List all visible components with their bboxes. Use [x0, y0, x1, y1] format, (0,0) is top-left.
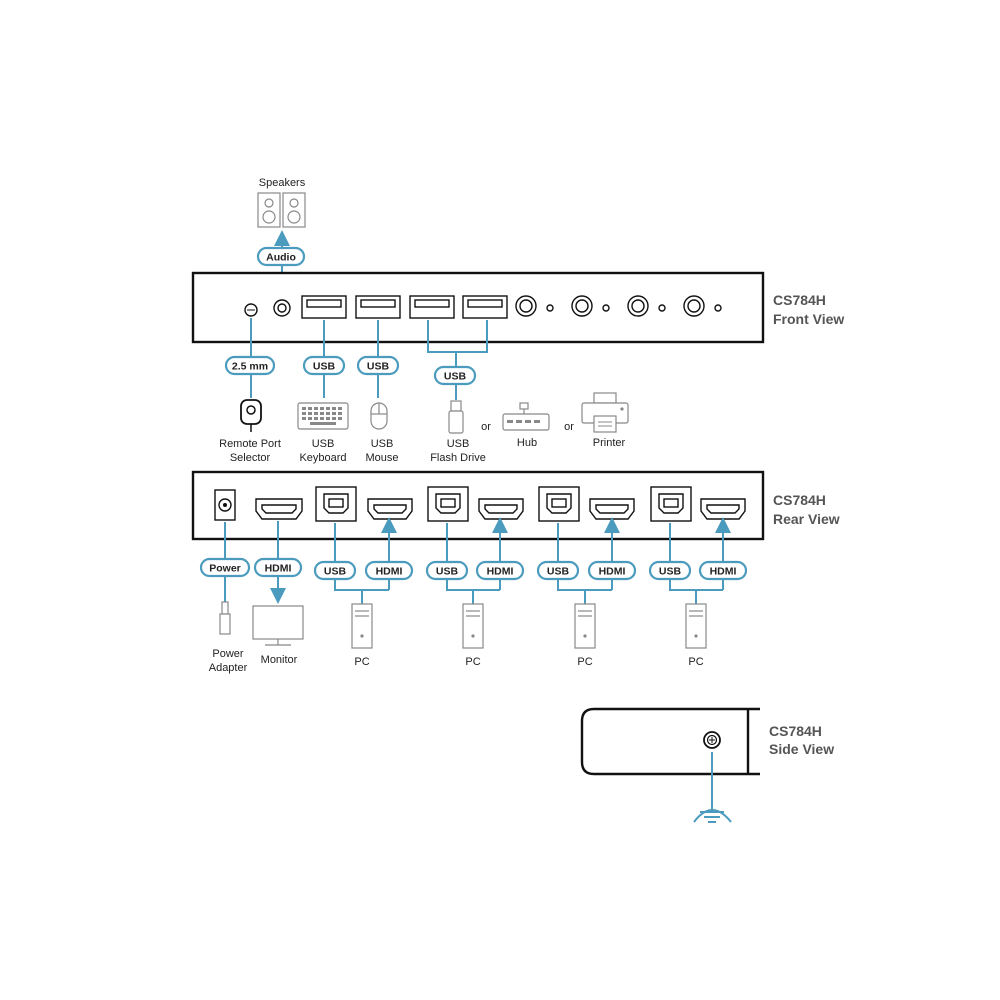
svg-text:HDMI: HDMI	[376, 566, 403, 578]
rear-title-line1: CS784H	[773, 492, 826, 508]
remote-label-2: Selector	[230, 452, 271, 464]
pc-label: PC	[354, 656, 369, 668]
flash-label-1: USB	[447, 438, 470, 450]
pc-label: PC	[577, 656, 592, 668]
flash-label-2: Flash Drive	[430, 452, 486, 464]
flash-drive-icon	[448, 400, 464, 434]
pc-port-group-1: USB HDMI	[313, 486, 414, 604]
power-adapter-label-1: Power	[212, 648, 244, 660]
power-adapter-label-2: Adapter	[209, 662, 248, 674]
mouse-usb-pill: USB	[356, 355, 400, 376]
console-hdmi-port	[255, 498, 303, 520]
remote-label-1: Remote Port	[219, 438, 281, 450]
hub-label: Hub	[517, 437, 537, 449]
port-select-buttons	[515, 295, 722, 317]
rear-title-line2: Rear View	[773, 511, 840, 527]
mouse-label-2: Mouse	[365, 452, 398, 464]
keyboard-usb-pill: USB	[302, 355, 346, 376]
svg-text:USB: USB	[436, 566, 459, 578]
pc-icon	[574, 603, 596, 649]
mouse-icon	[370, 402, 388, 430]
front-title-line2: Front View	[773, 311, 844, 327]
hub-icon	[502, 402, 550, 431]
side-title-line1: CS784H	[769, 723, 822, 739]
monitor-hdmi-pill: HDMI	[253, 557, 303, 578]
keyboard-icon	[297, 402, 349, 430]
remote-selector-icon	[240, 399, 262, 432]
svg-text:USB: USB	[659, 566, 682, 578]
power-adapter-icon	[219, 601, 231, 635]
power-jack	[214, 489, 236, 521]
svg-text:USB: USB	[444, 371, 467, 383]
svg-text:USB: USB	[547, 566, 570, 578]
svg-text:2.5 mm: 2.5 mm	[232, 361, 268, 373]
keyboard-label-1: USB	[312, 438, 335, 450]
svg-text:HDMI: HDMI	[265, 563, 292, 575]
front-title-line1: CS784H	[773, 292, 826, 308]
pill-2-5mm: 2.5 mm	[224, 355, 276, 376]
speakers-icon	[257, 192, 306, 228]
svg-text:USB: USB	[313, 361, 336, 373]
speakers-label: Speakers	[259, 177, 306, 189]
pc-label: PC	[688, 656, 703, 668]
pc-icon	[462, 603, 484, 649]
power-pill: Power	[199, 557, 251, 578]
svg-text:HDMI: HDMI	[487, 566, 514, 578]
grounding-screw-icon	[703, 731, 721, 749]
front-usb-ports	[301, 295, 508, 319]
pc-port-group-3: USB HDMI	[536, 486, 637, 604]
audio-pill: Audio	[256, 246, 306, 267]
pc-label: PC	[465, 656, 480, 668]
svg-text:USB: USB	[367, 361, 390, 373]
ground-symbol-icon	[693, 809, 732, 823]
remote-port-jack	[244, 303, 258, 317]
mouse-label-1: USB	[371, 438, 394, 450]
svg-text:HDMI: HDMI	[710, 566, 737, 578]
side-title-line2: Side View	[769, 741, 834, 757]
keyboard-label-2: Keyboard	[299, 452, 346, 464]
or-label-2: or	[564, 421, 574, 433]
pc-icon	[685, 603, 707, 649]
svg-text:USB: USB	[324, 566, 347, 578]
printer-icon	[581, 392, 629, 433]
svg-text:Audio: Audio	[266, 252, 296, 264]
pc-port-group-4: USB HDMI	[648, 486, 748, 604]
monitor-icon	[252, 605, 304, 646]
audio-jack	[273, 299, 291, 317]
pc-port-group-2: USB HDMI	[425, 486, 525, 604]
monitor-label: Monitor	[261, 654, 298, 666]
svg-text:HDMI: HDMI	[599, 566, 626, 578]
side-panel	[580, 707, 760, 776]
pc-icon	[351, 603, 373, 649]
flash-usb-pill: USB	[433, 365, 477, 386]
printer-label: Printer	[593, 437, 626, 449]
or-label-1: or	[481, 421, 491, 433]
svg-text:Power: Power	[209, 563, 241, 575]
